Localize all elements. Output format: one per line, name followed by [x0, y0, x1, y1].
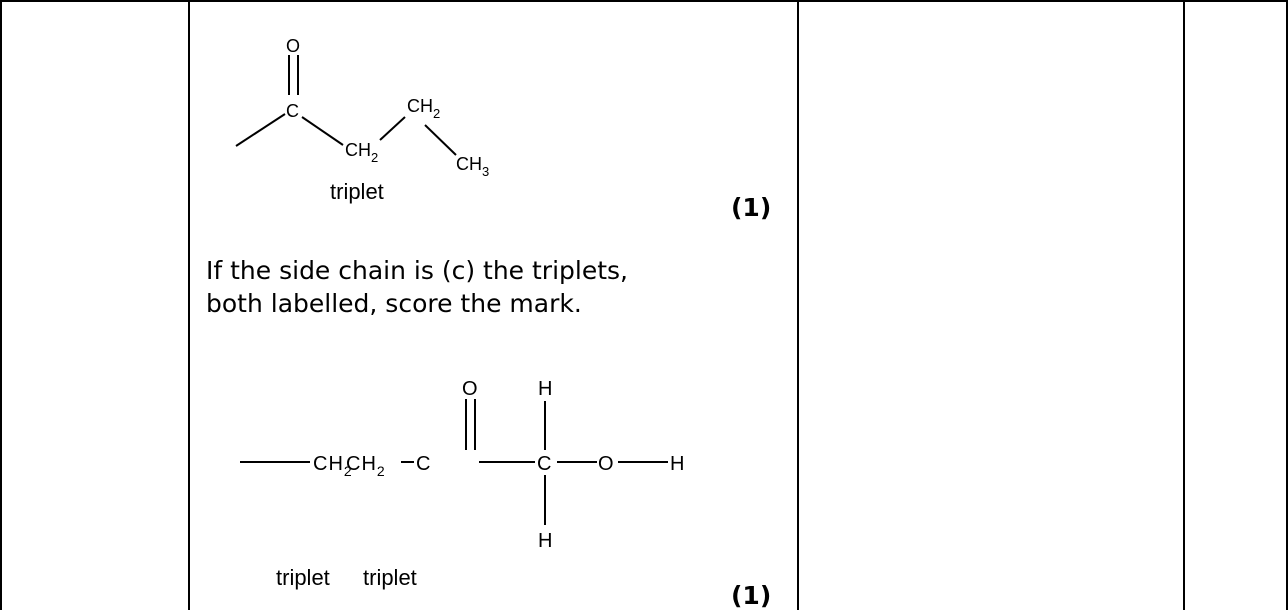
- column-divider-1: [188, 0, 190, 610]
- mark-2: (1): [731, 581, 772, 610]
- marking-guidance: If the side chain is (c) the triplets, b…: [206, 254, 786, 320]
- chain-hydrogen-bottom: H: [538, 530, 552, 552]
- chain-hydrogen-top: H: [538, 378, 552, 400]
- table-border-right: [1286, 0, 1288, 610]
- guidance-line-1: If the side chain is (c) the triplets,: [206, 256, 628, 285]
- chain-ch2-first: CH2: [313, 453, 353, 479]
- chain-carbonyl-carbon: C: [416, 453, 430, 475]
- chain-hydroxyl-carbon: C: [537, 453, 551, 475]
- carbonyl-carbon: C: [286, 101, 299, 121]
- chain-hydroxyl-hydrogen: H: [670, 453, 684, 475]
- triplet-label-2a: triplet: [276, 565, 330, 590]
- mark-1: (1): [731, 193, 772, 222]
- column-divider-2: [797, 0, 799, 610]
- guidance-line-2: both labelled, score the mark.: [206, 289, 582, 318]
- ch3-group: CH3: [456, 154, 489, 179]
- chain-ch2-second: CH2: [346, 453, 386, 479]
- ch2-group-lower: CH2: [345, 140, 378, 165]
- triplet-label-1: triplet: [330, 179, 384, 204]
- ch2-group-upper: CH2: [407, 96, 440, 121]
- triplet-label-2b: triplet: [363, 565, 417, 590]
- table-border-left: [0, 0, 2, 610]
- carbonyl-oxygen: O: [286, 36, 300, 56]
- chain-carbonyl-oxygen: O: [462, 378, 478, 400]
- column-divider-3: [1183, 0, 1185, 610]
- table-top-border: [0, 0, 1288, 2]
- chain-hydroxyl-oxygen: O: [598, 453, 614, 475]
